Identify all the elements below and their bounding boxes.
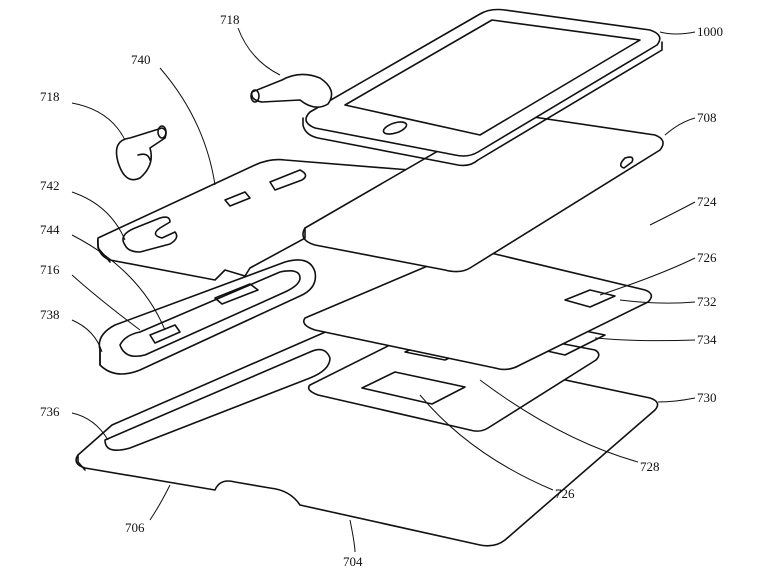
earbud-left xyxy=(115,125,167,181)
label-744: 744 xyxy=(40,222,60,237)
label-718-top: 718 xyxy=(220,12,240,27)
earbud-cradle xyxy=(98,259,317,375)
label-718-left: 718 xyxy=(40,89,60,104)
label-740: 740 xyxy=(131,52,151,67)
label-708: 708 xyxy=(697,110,717,125)
label-742: 742 xyxy=(40,178,60,193)
leader-lines xyxy=(71,27,696,553)
earbud-top xyxy=(250,73,333,108)
label-706: 706 xyxy=(125,520,145,535)
sheet-layer xyxy=(302,247,653,371)
label-730: 730 xyxy=(697,390,717,405)
label-724: 724 xyxy=(697,194,717,209)
label-732: 732 xyxy=(697,294,717,309)
label-734: 734 xyxy=(697,332,717,347)
label-726-top: 726 xyxy=(697,250,717,265)
label-738: 738 xyxy=(40,307,60,322)
label-728: 728 xyxy=(640,459,660,474)
label-736: 736 xyxy=(40,404,60,419)
label-726-bottom: 726 xyxy=(555,486,575,501)
label-704: 704 xyxy=(343,554,363,569)
smartphone xyxy=(302,8,663,167)
label-1000: 1000 xyxy=(697,24,723,39)
label-716: 716 xyxy=(40,262,60,277)
